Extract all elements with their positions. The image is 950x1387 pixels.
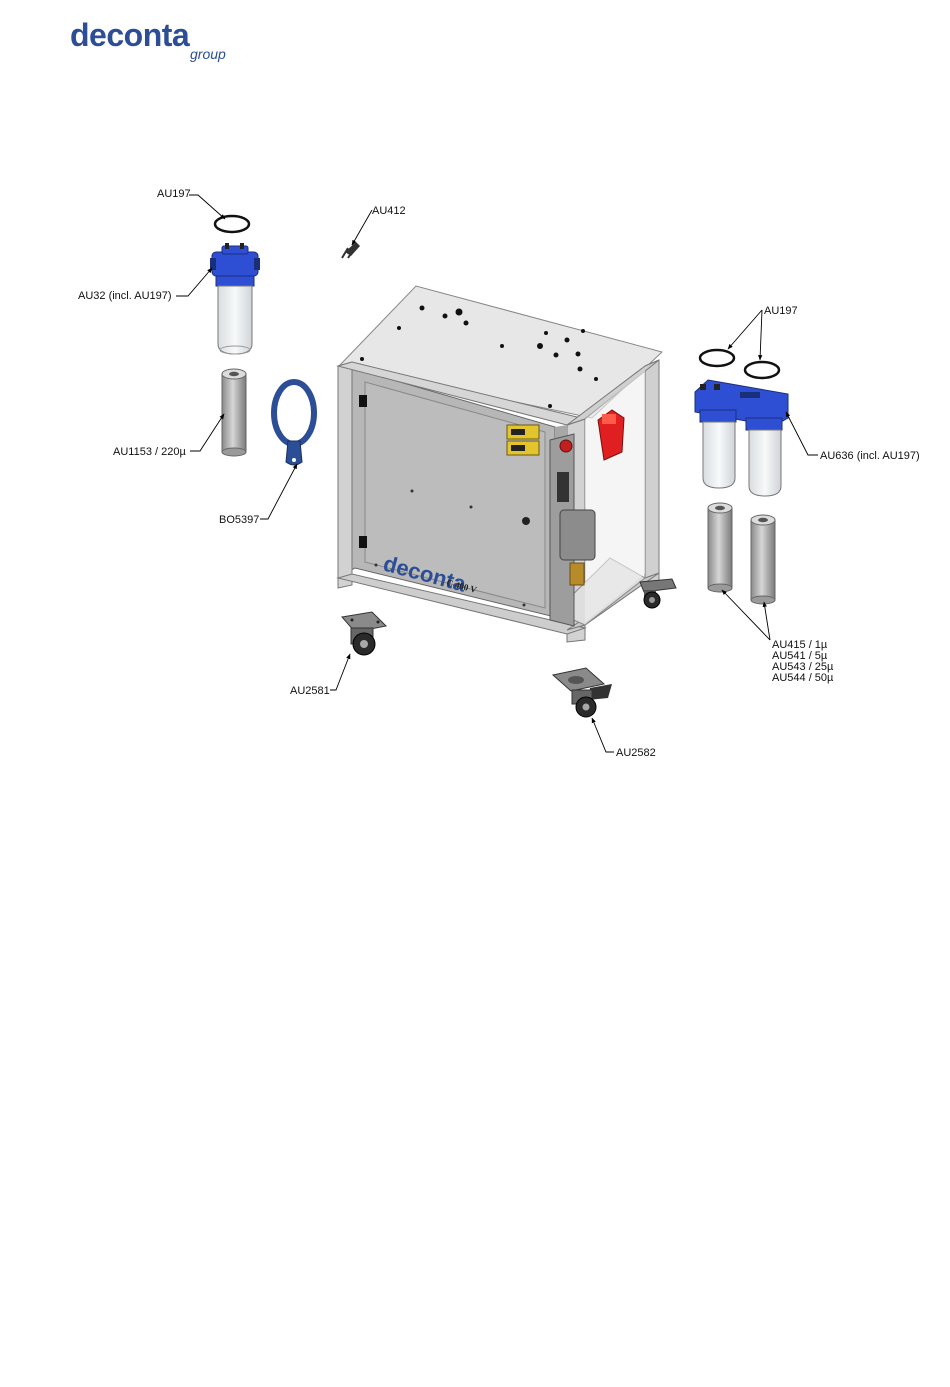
filter-cartridge-left: [222, 369, 246, 456]
callout-au1153: AU1153 / 220µ: [113, 446, 186, 458]
castor-mounted: [640, 579, 676, 608]
hose-clip: [342, 242, 360, 258]
leader-bo5397: [260, 464, 297, 519]
leader-au197-top: [189, 195, 225, 219]
castor-au2582: [553, 668, 612, 717]
machine-unit: deconta C 400 V: [338, 286, 662, 642]
leader-au412: [352, 210, 372, 245]
leader-au636: [786, 412, 818, 455]
leader-au32: [176, 268, 212, 296]
filter-wrench: [274, 382, 314, 465]
leader-au2581: [330, 654, 350, 690]
o-ring-left: [215, 216, 249, 232]
callout-au197-top: AU197: [157, 188, 191, 200]
filter-cartridge-right-1: [708, 503, 732, 592]
filter-cartridge-right-2: [751, 515, 775, 604]
callout-au32: AU32 (incl. AU197): [78, 290, 172, 302]
callout-au197-right: AU197: [764, 305, 798, 317]
callout-au2582: AU2582: [616, 747, 656, 759]
leader-au1153: [190, 414, 224, 451]
callout-bo5397: BO5397: [219, 514, 259, 526]
filter-housing-double: [695, 380, 788, 496]
leader-au2582: [592, 718, 614, 752]
leader-au197-right-a: [728, 310, 762, 349]
leader-au197-right-b: [760, 310, 762, 360]
castor-au2581: [342, 612, 386, 655]
callout-au412: AU412: [372, 205, 406, 217]
callout-au2581: AU2581: [290, 685, 330, 697]
callout-au544: AU544 / 50µ: [772, 672, 834, 684]
o-ring-right-2: [745, 362, 779, 378]
o-ring-right-1: [700, 350, 734, 366]
filter-housing-single: [210, 243, 260, 354]
callout-au636: AU636 (incl. AU197): [820, 450, 920, 462]
